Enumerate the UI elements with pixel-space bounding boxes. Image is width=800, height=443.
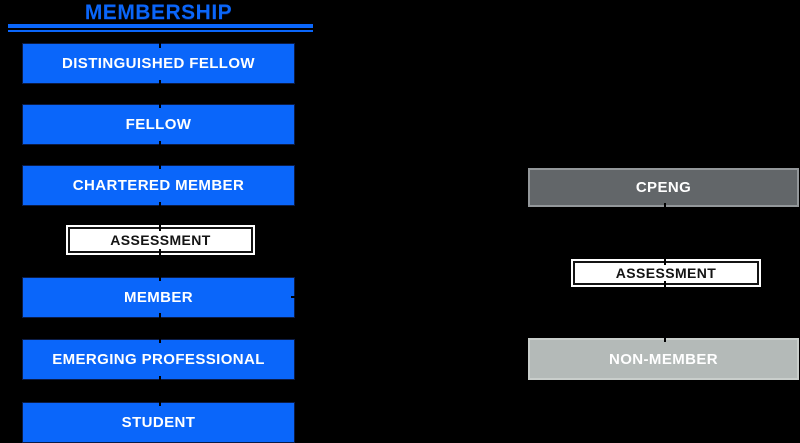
- level-label: FELLOW: [125, 116, 192, 133]
- title-underline-thick: [8, 24, 313, 28]
- level-label: NON-MEMBER: [609, 350, 718, 368]
- level-box-fellow: FELLOW: [22, 104, 295, 145]
- level-label: CPENG: [635, 179, 692, 196]
- connector-emerging-to-student: [159, 376, 161, 406]
- level-box-chartered-member: CHARTERED MEMBER: [22, 165, 295, 206]
- level-label: EMERGING PROFESSIONAL: [52, 351, 265, 368]
- connector-member-to-right-column: [291, 296, 573, 298]
- level-label: STUDENT: [121, 414, 196, 431]
- level-label: MEMBER: [123, 289, 194, 306]
- level-box-member: MEMBER: [22, 277, 295, 318]
- assessment-label: ASSESSMENT: [110, 232, 211, 248]
- connector-distinguished-to-fellow: [159, 80, 161, 108]
- connector-title-to-distinguished: [159, 35, 161, 48]
- connector-assessment-to-member: [159, 249, 161, 281]
- level-box-emerging-professional: EMERGING PROFESSIONAL: [22, 339, 295, 380]
- level-box-non-member: NON-MEMBER: [528, 338, 799, 380]
- level-label: CHARTERED MEMBER: [72, 177, 245, 194]
- level-box-cpeng: CPENG: [528, 168, 799, 207]
- assessment-box-right: ASSESSMENT: [573, 261, 759, 285]
- diagram-title: MEMBERSHIP: [84, 1, 233, 24]
- title-underline: [8, 24, 313, 32]
- level-label: DISTINGUISHED FELLOW: [62, 55, 255, 72]
- connector-cpeng-to-assessment: [664, 203, 666, 265]
- level-box-student: STUDENT: [22, 402, 295, 443]
- connector-chartered-to-assessment: [159, 202, 161, 231]
- connector-member-to-emerging: [159, 313, 161, 343]
- level-box-distinguished-fellow: DISTINGUISHED FELLOW: [22, 43, 295, 84]
- assessment-label: ASSESSMENT: [615, 265, 717, 281]
- connector-fellow-to-chartered: [159, 141, 161, 169]
- title-underline-thin: [8, 30, 313, 32]
- connector-assessment-to-nonmember: [664, 281, 666, 342]
